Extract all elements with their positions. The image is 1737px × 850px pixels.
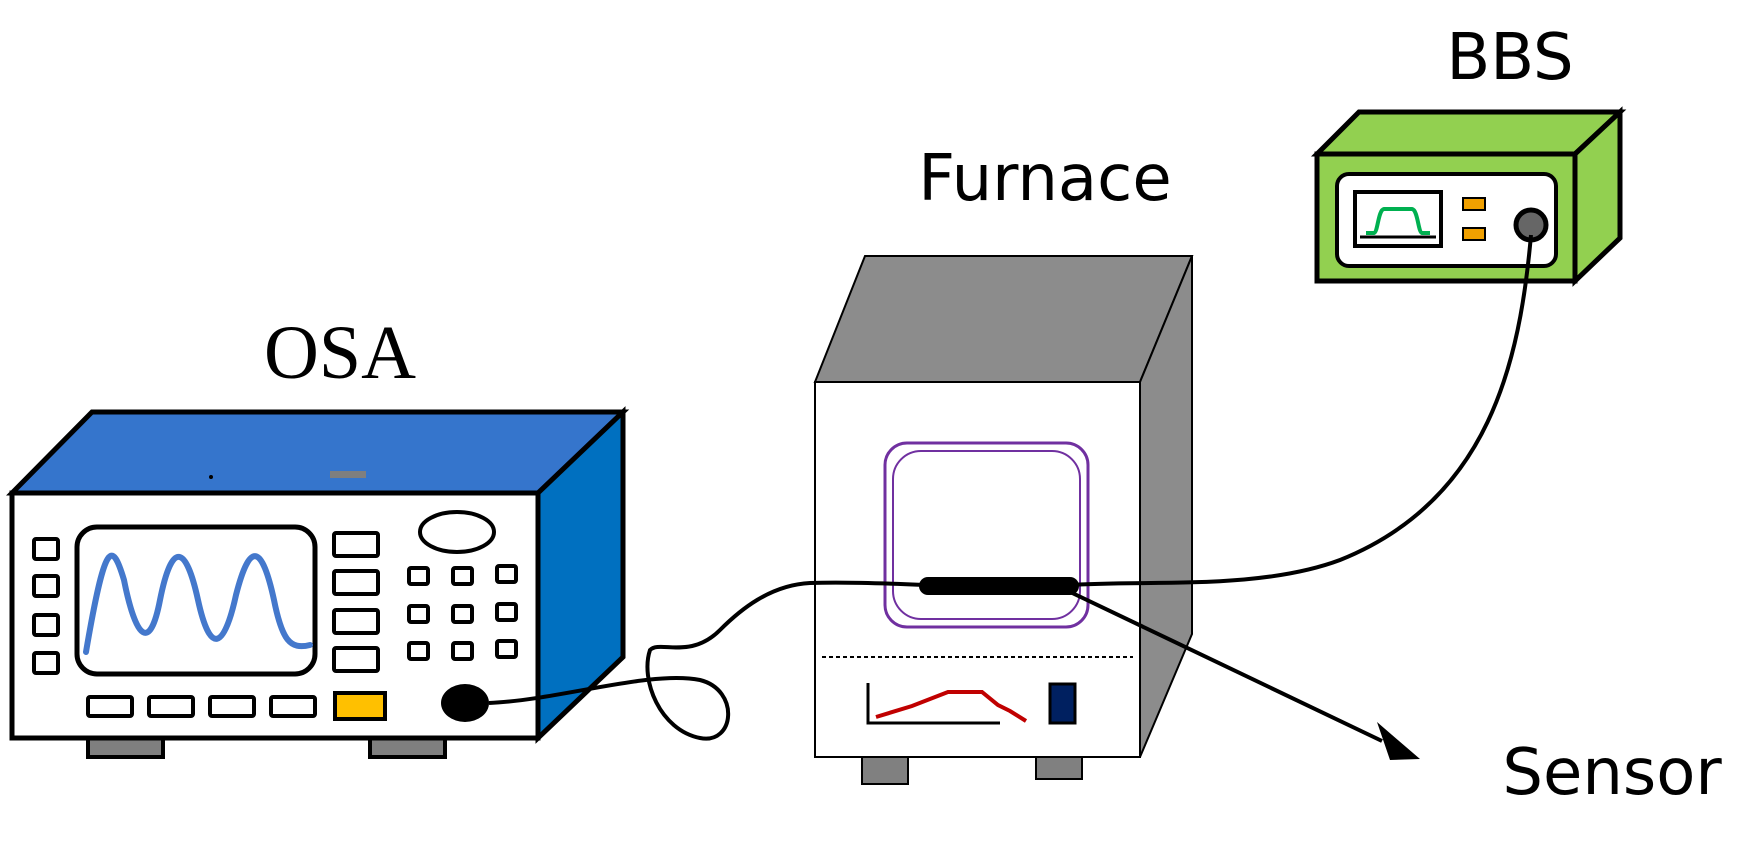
osa-menu-button bbox=[332, 646, 380, 673]
furnace-front-face bbox=[814, 381, 1141, 758]
osa-key bbox=[407, 604, 430, 624]
bbs-top-face bbox=[1310, 109, 1627, 157]
furnace-door-inner bbox=[892, 450, 1081, 620]
osa-top-dot bbox=[209, 475, 213, 479]
bbs-key bbox=[1462, 197, 1486, 211]
osa-left-button bbox=[32, 613, 60, 637]
osa-function-key bbox=[269, 695, 317, 718]
osa-function-key bbox=[86, 695, 134, 718]
osa-function-keys bbox=[86, 695, 317, 718]
osa-label: OSA bbox=[264, 311, 416, 395]
osa-function-key bbox=[208, 695, 256, 718]
sensor-pointer-head bbox=[1377, 722, 1420, 760]
osa-left-button bbox=[32, 574, 60, 598]
osa-key bbox=[407, 641, 430, 661]
osa-key bbox=[451, 641, 474, 661]
bbs-spectrum-trace bbox=[1366, 207, 1430, 235]
fiber-cables bbox=[488, 234, 1533, 741]
osa-left-button bbox=[32, 651, 60, 675]
osa-middle-buttons bbox=[332, 531, 380, 673]
fiber-sensor-to-osa bbox=[488, 580, 926, 741]
osa-left-buttons bbox=[32, 537, 60, 675]
osa-menu-button bbox=[332, 531, 380, 558]
osa-menu-button bbox=[332, 569, 380, 596]
furnace-door-outer bbox=[883, 441, 1090, 629]
furnace-foot-left bbox=[861, 756, 909, 785]
bbs-instrument bbox=[1310, 106, 1627, 287]
furnace-instrument bbox=[813, 255, 1194, 785]
bbs-label: BBS bbox=[1446, 21, 1573, 95]
osa-key bbox=[451, 566, 474, 586]
osa-knob bbox=[418, 510, 496, 554]
fiber-bbs-to-sensor bbox=[1069, 234, 1533, 587]
osa-input-port bbox=[441, 684, 489, 722]
osa-function-key bbox=[147, 695, 195, 718]
osa-accent-key bbox=[333, 691, 387, 721]
osa-keypad bbox=[407, 564, 518, 661]
furnace-profile-axes bbox=[866, 683, 1000, 725]
furnace-power-switch bbox=[1048, 682, 1077, 725]
osa-key bbox=[495, 564, 518, 584]
furnace-top-face bbox=[813, 255, 1194, 383]
sensor-pointer-arrow bbox=[1065, 588, 1420, 760]
furnace-temperature-profile bbox=[875, 690, 1028, 723]
osa-instrument bbox=[6, 406, 630, 759]
osa-top-mark bbox=[330, 471, 366, 478]
osa-left-button bbox=[32, 537, 60, 561]
osa-key bbox=[451, 604, 474, 624]
osa-top-face bbox=[6, 409, 630, 496]
sensor-pointer-line bbox=[1065, 588, 1383, 743]
sensor-element bbox=[919, 577, 1079, 595]
sensor-label: Sensor bbox=[1502, 736, 1722, 810]
osa-menu-button bbox=[332, 608, 380, 635]
osa-spectrum-wave bbox=[83, 552, 313, 655]
bbs-key bbox=[1462, 227, 1486, 241]
furnace-label: Furnace bbox=[918, 142, 1171, 216]
osa-key bbox=[407, 566, 430, 586]
osa-key bbox=[495, 639, 518, 659]
osa-key bbox=[495, 602, 518, 622]
